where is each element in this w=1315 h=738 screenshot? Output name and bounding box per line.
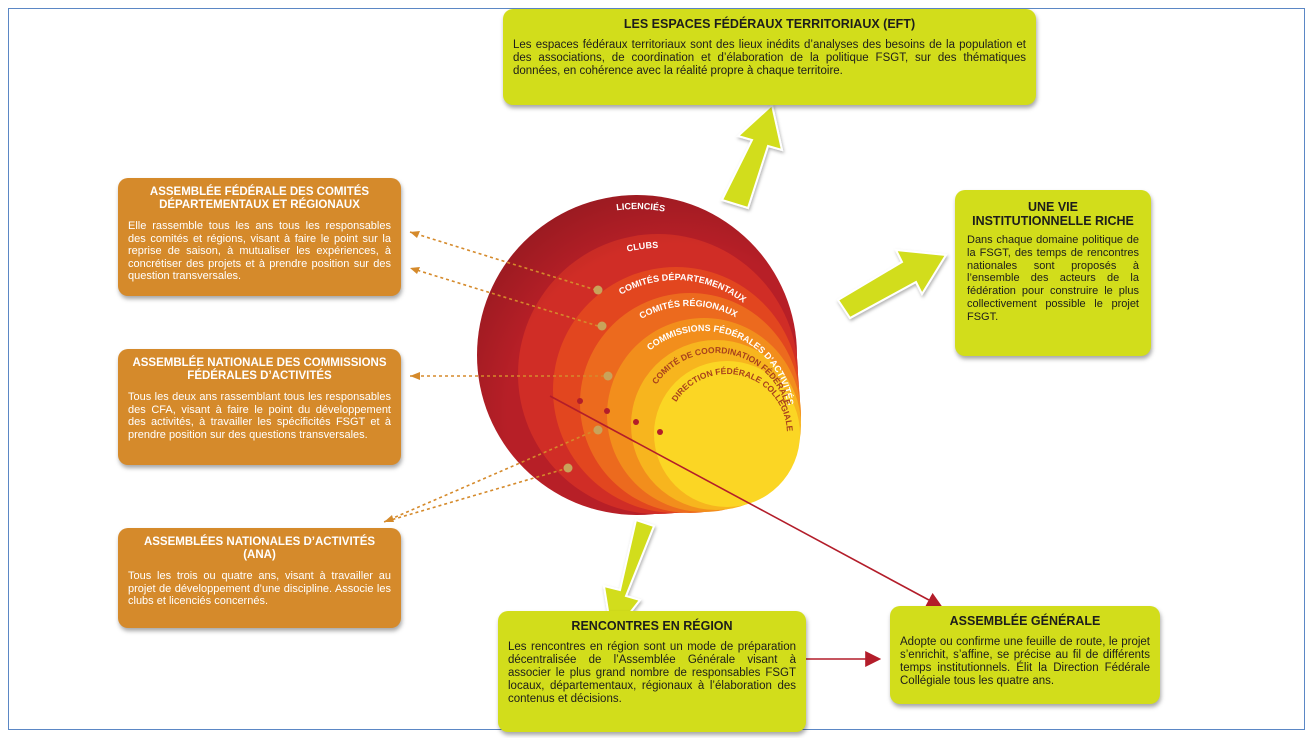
red-arrow-to-assemblee-generale <box>549 395 943 608</box>
rencontres-region-body: Les rencontres en région sont un mode de… <box>508 641 796 705</box>
red-line-dots <box>577 398 663 435</box>
assemblee-federale-body: Elle rassemble tous les ans tous les res… <box>128 220 391 283</box>
connector-dots <box>563 285 613 473</box>
assemblee-nationale-cfa-body: Tous les deux ans rassemblant tous les r… <box>128 391 391 441</box>
dotted-connectors <box>383 231 604 523</box>
ana-box: ASSEMBLÉES NATIONALES D’ACTIVITÉS (ANA) … <box>118 528 401 628</box>
arrow-to-eft <box>720 103 784 210</box>
rencontres-region-box: RENCONTRES EN RÉGION Les rencontres en r… <box>498 611 806 732</box>
arrow-to-vie-institutionnelle <box>836 248 948 320</box>
connector-ana-1 <box>383 429 597 523</box>
assemblee-federale-title: ASSEMBLÉE FÉDÉRALE DES COMITÉS DÉPARTEME… <box>149 186 370 211</box>
assemblee-federale-box: ASSEMBLÉE FÉDÉRALE DES COMITÉS DÉPARTEME… <box>118 178 401 296</box>
eft-box: LES ESPACES FÉDÉRAUX TERRITORIAUX (EFT) … <box>503 9 1036 105</box>
assemblee-nationale-cfa-box: ASSEMBLÉE NATIONALE DES COMMISSIONS FÉDÉ… <box>118 349 401 465</box>
eft-title: LES ESPACES FÉDÉRAUX TERRITORIAUX (EFT) <box>623 17 916 31</box>
assemblee-generale-title: ASSEMBLÉE GÉNÉRALE <box>949 614 1101 628</box>
eft-body: Les espaces fédéraux territoriaux sont d… <box>513 39 1026 77</box>
ana-title: ASSEMBLÉES NATIONALES D’ACTIVITÉS (ANA) <box>143 536 376 561</box>
rencontres-region-title: RENCONTRES EN RÉGION <box>571 619 733 633</box>
connector-ana-2 <box>383 467 569 523</box>
assemblee-generale-box: ASSEMBLÉE GÉNÉRALE Adopte ou confirme un… <box>890 606 1160 704</box>
vie-institutionnelle-box: UNE VIE INSTITUTIONNELLE RICHE Dans chaq… <box>955 190 1151 356</box>
ball-shading <box>477 195 797 515</box>
connector-arrowheads <box>384 231 420 522</box>
connector-assemblee-federale-2 <box>409 267 599 327</box>
connector-assemblee-federale-1 <box>409 231 597 291</box>
vie-institutionnelle-body: Dans chaque domaine politique de la FSGT… <box>967 234 1139 323</box>
big-arrows <box>602 103 948 639</box>
assemblee-generale-body: Adopte ou confirme une feuille de route,… <box>900 636 1150 687</box>
assemblee-nationale-cfa-title: ASSEMBLÉE NATIONALE DES COMMISSIONS FÉDÉ… <box>132 357 387 382</box>
ana-body: Tous les trois ou quatre ans, visant à t… <box>128 570 391 608</box>
vie-institutionnelle-title: UNE VIE INSTITUTIONNELLE RICHE <box>972 200 1134 228</box>
